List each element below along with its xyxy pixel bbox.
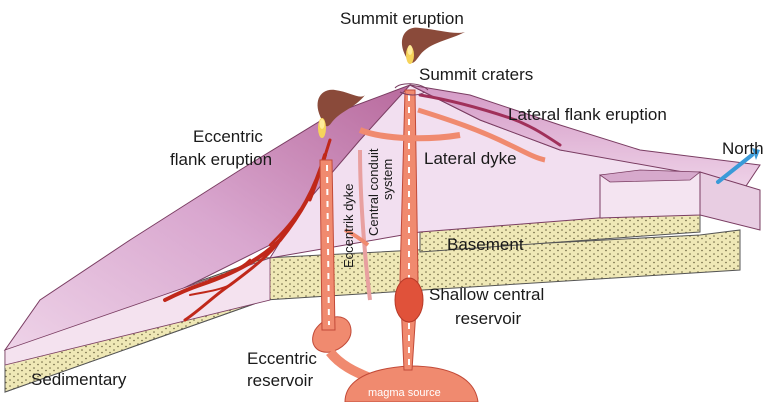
label-lateral-dyke: Lateral dyke xyxy=(424,149,517,168)
label-summit-craters: Summit craters xyxy=(419,65,533,84)
label-lateral-flank-eruption: Lateral flank eruption xyxy=(508,105,667,124)
label-sedimentary: Sedimentary xyxy=(31,370,127,389)
summit-plume-icon xyxy=(402,28,465,64)
label-shallow-reservoir-line1: Shallow central xyxy=(429,285,544,304)
label-eccentrik-dyke: Eccentrik dyke xyxy=(341,183,356,268)
label-basement: Basement xyxy=(447,235,524,254)
label-eccentric-flank-eruption-line2: flank eruption xyxy=(170,150,272,169)
label-summit-eruption: Summit eruption xyxy=(340,9,464,28)
eccentric-reservoir xyxy=(313,317,370,378)
label-north: North xyxy=(722,139,764,158)
label-eccentric-reservoir-line1: Eccentric xyxy=(247,349,317,368)
label-shallow-reservoir-line2: reservoir xyxy=(455,309,521,328)
label-magma-source: magma source xyxy=(368,387,441,399)
label-eccentric-reservoir-line2: reservoir xyxy=(247,371,313,390)
label-central-conduit-line2: system xyxy=(380,159,395,200)
label-eccentric-flank-eruption-line1: Eccentric xyxy=(193,127,263,146)
label-central-conduit-line1: Central conduit xyxy=(366,148,381,236)
